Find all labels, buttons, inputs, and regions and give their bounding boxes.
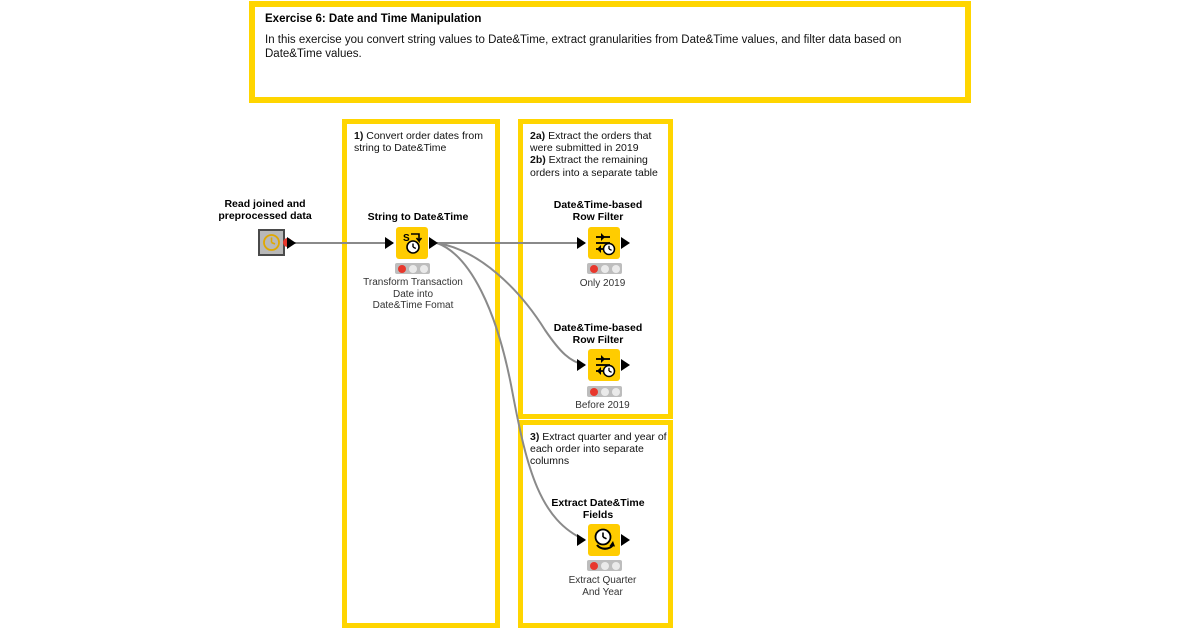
node-read-joined-data-body[interactable]	[258, 229, 285, 256]
node-row-filter-only-2019-status	[587, 263, 622, 274]
group-2a-number: 2a)	[530, 130, 546, 142]
status-led-green	[611, 264, 620, 273]
status-led-green	[611, 387, 620, 396]
status-led-yellow	[408, 264, 417, 273]
node-read-joined-data-output-arrow	[287, 237, 296, 249]
node-row-filter-before-2019-status	[587, 386, 622, 397]
node-extract-datetime-fields-input-port[interactable]	[577, 534, 586, 546]
node-row-filter-only-2019-title: Date&Time-based Row Filter	[553, 199, 643, 223]
group-2b-text: Extract the remaining orders into a sepa…	[530, 154, 658, 179]
header-annotation-title: Exercise 6: Date and Time Manipulation	[265, 13, 482, 25]
group-1-number: 1)	[354, 130, 364, 142]
node-extract-datetime-fields-output-port[interactable]	[621, 534, 630, 546]
group-1-text: Convert order dates from string to Date&…	[354, 130, 483, 155]
status-led-yellow	[600, 387, 609, 396]
node-string-to-datetime-title: String to Date&Time	[367, 211, 469, 223]
node-row-filter-only-2019-subtitle: Only 2019	[579, 278, 626, 289]
node-string-to-datetime-body[interactable]: S	[396, 227, 428, 259]
status-led-yellow	[600, 264, 609, 273]
status-led-green	[611, 561, 620, 570]
group-annotation-3-label: 3) Extract quarter and year of each orde…	[530, 431, 672, 468]
node-row-filter-only-2019-input-port[interactable]	[577, 237, 586, 249]
status-led-red	[589, 264, 598, 273]
status-led-yellow	[600, 561, 609, 570]
group-2b-number: 2b)	[530, 154, 546, 167]
clock-icon	[263, 234, 280, 251]
node-row-filter-only-2019-output-port[interactable]	[621, 237, 630, 249]
status-led-red	[589, 387, 598, 396]
node-extract-datetime-fields-body[interactable]	[588, 524, 620, 556]
header-annotation[interactable]: Exercise 6: Date and Time Manipulation I…	[249, 1, 971, 103]
node-extract-datetime-fields-status	[587, 560, 622, 571]
group-annotation-2-label: 2a) Extract the orders that were submitt…	[530, 130, 672, 179]
group-annotation-1[interactable]: 1) Convert order dates from string to Da…	[342, 119, 500, 628]
status-led-red	[397, 264, 406, 273]
node-row-filter-before-2019-subtitle: Before 2019	[575, 400, 630, 411]
node-read-joined-data-title: Read joined and preprocessed data	[218, 198, 312, 222]
node-string-to-datetime-status	[395, 263, 430, 274]
node-row-filter-before-2019-title: Date&Time-based Row Filter	[553, 322, 643, 346]
group-3-number: 3)	[530, 431, 540, 443]
extract-datetime-icon	[594, 528, 615, 550]
node-string-to-datetime-subtitle: Transform Transaction Date into Date&Tim…	[363, 277, 463, 311]
string-to-datetime-icon: S	[403, 233, 423, 254]
node-row-filter-only-2019-body[interactable]	[588, 227, 620, 259]
node-extract-datetime-fields-title: Extract Date&Time Fields	[551, 497, 645, 521]
node-extract-datetime-fields-subtitle: Extract Quarter And Year	[568, 575, 637, 598]
node-row-filter-before-2019-body[interactable]	[588, 349, 620, 381]
group-3-text: Extract quarter and year of each order i…	[530, 431, 667, 468]
status-led-green	[419, 264, 428, 273]
status-led-red	[589, 561, 598, 570]
group-2a-text: Extract the orders that were submitted i…	[530, 130, 652, 155]
node-row-filter-before-2019-output-port[interactable]	[621, 359, 630, 371]
datetime-row-filter-icon	[596, 233, 616, 256]
group-annotation-1-label: 1) Convert order dates from string to Da…	[354, 130, 496, 154]
svg-text:S: S	[403, 233, 410, 244]
header-annotation-body: In this exercise you convert string valu…	[265, 34, 905, 60]
datetime-row-filter-icon	[596, 355, 616, 378]
node-string-to-datetime-output-port[interactable]	[429, 237, 438, 249]
node-row-filter-before-2019-input-port[interactable]	[577, 359, 586, 371]
node-string-to-datetime-input-port[interactable]	[385, 237, 394, 249]
